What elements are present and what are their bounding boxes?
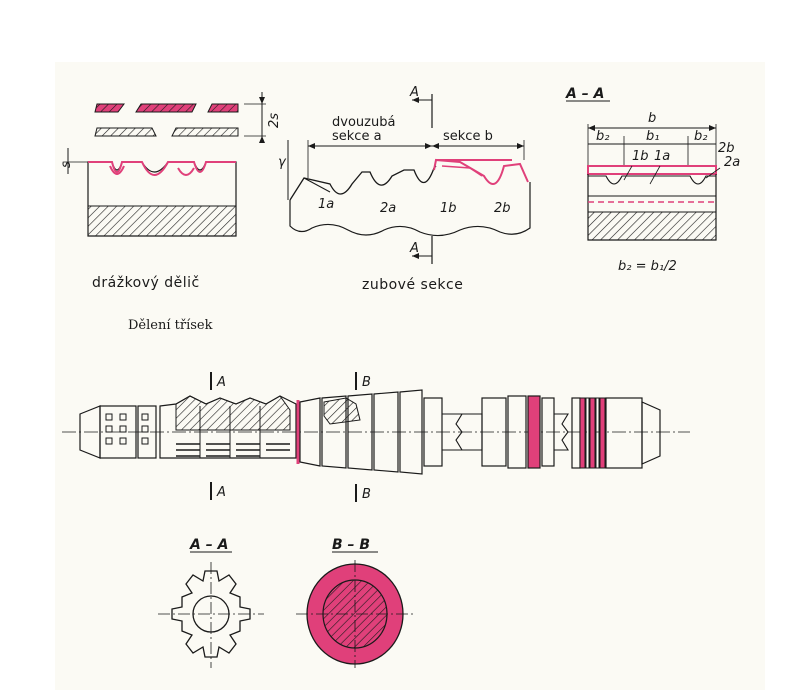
aa-2a-label: 2a <box>724 155 740 170</box>
s-label: s <box>59 161 74 168</box>
tooth-2b-label: 2b <box>494 201 511 216</box>
view-aa-title: A – A <box>565 86 604 102</box>
tooth-sections-caption: zubové sekce <box>362 277 463 293</box>
b2-formula: b₂ = b₁/2 <box>618 259 677 274</box>
tooth-sections-figure: A dvouzubá sekce a sekce b γ <box>278 85 531 293</box>
section-a-bottom-label: A <box>409 241 419 256</box>
cut-b-bottom-label: B <box>362 487 371 502</box>
b2-right-label: b₂ <box>694 129 707 144</box>
gamma-label: γ <box>278 155 287 170</box>
section-b-label: sekce b <box>443 129 493 144</box>
cut-b-top-label: B <box>362 375 371 390</box>
tooth-2a-label: 2a <box>380 201 396 216</box>
aa-1a-label: 1a <box>654 149 670 164</box>
cut-a-top-label: A <box>216 375 226 390</box>
two-tooth-label: dvouzubá <box>332 115 395 130</box>
tooth-1b-label: 1b <box>440 201 457 216</box>
groove-divider-figure: 2s s drážkový dělič <box>59 92 282 291</box>
tooth-1a-label: 1a <box>318 197 334 212</box>
section-a-label: sekce a <box>332 129 382 144</box>
section-bb-figure: B – B <box>296 537 414 668</box>
section-a-top-label: A <box>409 85 419 100</box>
b1-label: b₁ <box>646 129 659 144</box>
view-aa-figure: A – A b b₂ b₁ b₂ 2b 2a 1b 1a <box>565 86 740 274</box>
aa-1b-label: 1b <box>632 149 649 164</box>
groove-divider-caption: drážkový dělič <box>92 275 200 291</box>
broach-figure: A A B B <box>62 372 690 502</box>
two-s-label: 2s <box>267 113 282 128</box>
section-aa-title: A – A <box>189 537 228 553</box>
section-aa-figure: A – A <box>158 537 264 668</box>
section-bb-title: B – B <box>332 537 370 553</box>
cut-a-bottom-label: A <box>216 485 226 500</box>
b-dim-label: b <box>648 111 656 126</box>
b2-left-label: b₂ <box>596 129 609 144</box>
aa-2b-label: 2b <box>718 141 735 156</box>
chip-division-caption: Dělení třísek <box>128 318 213 333</box>
